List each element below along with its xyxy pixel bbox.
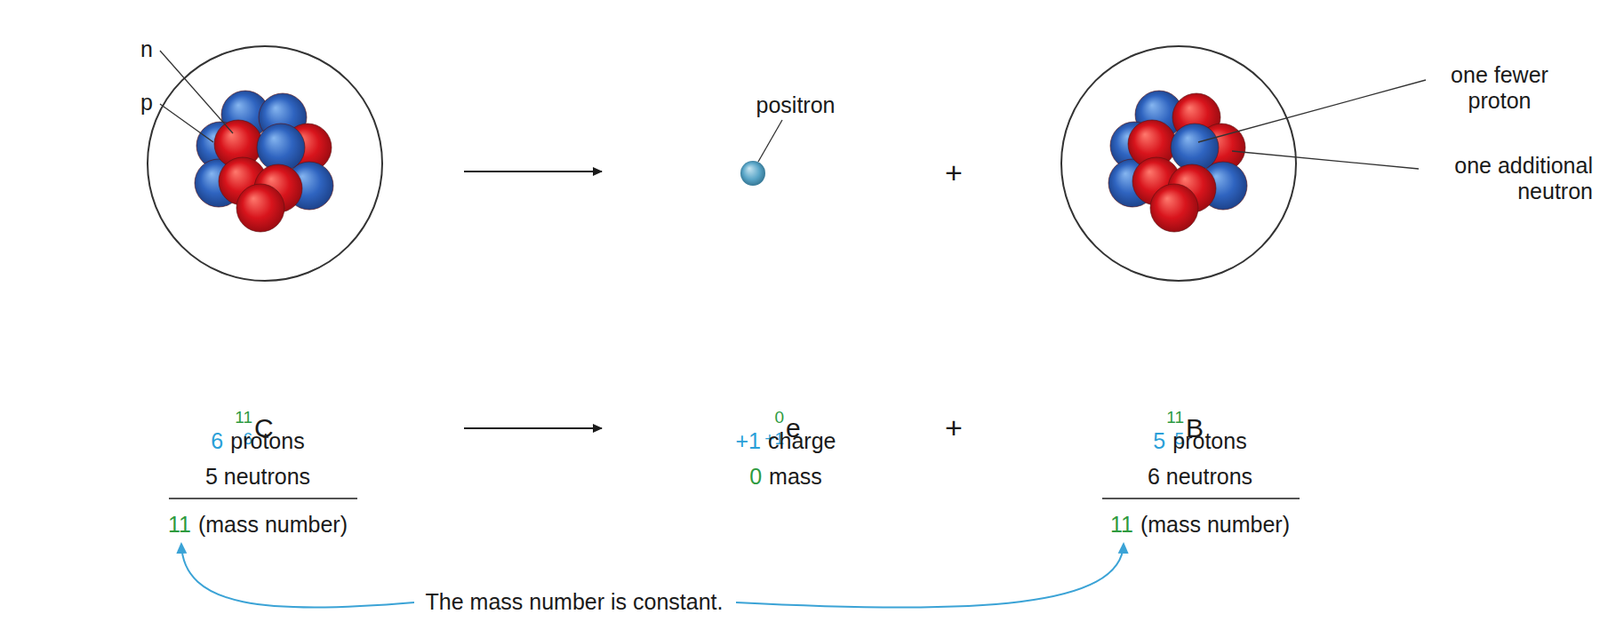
- pointer-arrow: [181, 544, 415, 608]
- leader-lines: [160, 50, 1426, 169]
- mass-number: 0: [774, 408, 784, 428]
- pointer-arrow: [736, 544, 1124, 608]
- property-label: mass: [768, 464, 823, 490]
- plus-sign: +: [944, 410, 963, 446]
- mass-number: 11: [168, 512, 192, 538]
- sum-label: (mass number): [198, 512, 348, 538]
- note-text: The mass number is constant.: [425, 589, 724, 616]
- count-label: 5 neutrons: [205, 464, 311, 490]
- mass-number: 11: [1110, 512, 1134, 538]
- count-number: 5: [1152, 428, 1166, 455]
- charge-number: +1: [736, 428, 762, 455]
- property-label: charge: [768, 428, 836, 455]
- sum-line: [1102, 497, 1300, 500]
- mass-number: 11: [234, 408, 253, 428]
- sum-line: [168, 497, 358, 500]
- carbon-nucleus: [194, 90, 334, 232]
- mass-number: 0: [749, 464, 762, 490]
- callout-label: one fewer proton: [1432, 62, 1567, 114]
- nucleus-outline: [147, 46, 383, 281]
- nucleon-label: p: [140, 89, 153, 116]
- plus-sign: +: [944, 155, 963, 191]
- count-number: 6: [210, 428, 224, 455]
- reaction-arrow: [464, 427, 602, 430]
- sum-label: (mass number): [1140, 512, 1290, 538]
- nucleon-label: n: [140, 36, 153, 63]
- nucleus-outline: [1061, 46, 1296, 281]
- count-label: 6 neutrons: [1147, 464, 1253, 490]
- reaction-arrow: [464, 170, 602, 173]
- callout-label: one additional neutron: [1424, 152, 1593, 205]
- mass-number: 11: [1166, 408, 1184, 428]
- boron-nucleus: [1108, 90, 1248, 232]
- positron-particle: [740, 160, 766, 186]
- count-label: protons: [230, 428, 304, 455]
- count-label: protons: [1172, 428, 1247, 455]
- particle-label: positron: [756, 92, 836, 119]
